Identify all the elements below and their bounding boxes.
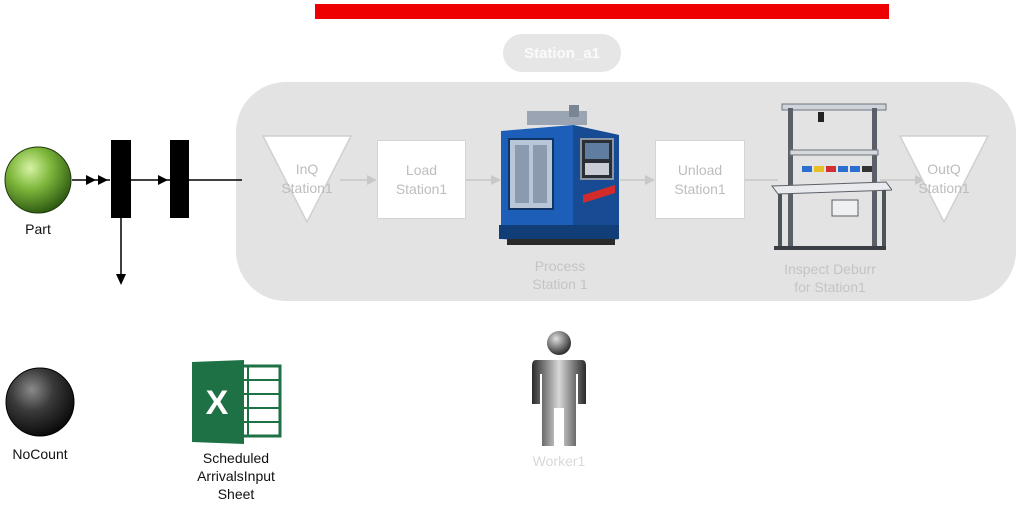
- part-label: Part: [25, 221, 51, 237]
- in-queue-station1[interactable]: InQ Station1: [262, 134, 352, 224]
- queue-triangle-icon: [899, 135, 989, 224]
- excel-label-3: Sheet: [217, 486, 255, 502]
- cnc-machine-icon: [499, 105, 619, 245]
- excel-icon: X: [192, 360, 282, 444]
- person-icon: [532, 331, 586, 446]
- inspect-label-1: Inspect Deburr: [784, 261, 876, 277]
- unload-label-1: Unload: [677, 161, 723, 178]
- green-sphere-icon: [4, 146, 72, 214]
- out-queue-label-1: OutQ: [927, 161, 961, 177]
- station-name-label[interactable]: Station_a1: [503, 34, 621, 72]
- nocount-label: NoCount: [12, 446, 68, 462]
- workbench-icon: [771, 103, 892, 250]
- worker-label: Worker1: [532, 453, 586, 469]
- out-queue-label-2: Station1: [918, 180, 970, 196]
- in-queue-label-2: Station1: [281, 180, 333, 196]
- svg-text:X: X: [206, 384, 229, 422]
- load-label-2: Station1: [395, 180, 448, 197]
- connector-gate-down: [116, 218, 126, 285]
- worker1[interactable]: Worker1: [518, 330, 600, 475]
- queue-triangle-icon: [262, 135, 352, 224]
- load-station1[interactable]: Load Station1: [377, 140, 466, 219]
- unload-station1[interactable]: Unload Station1: [655, 140, 745, 219]
- part-source[interactable]: Part: [4, 145, 74, 245]
- scheduled-arrivals-sheet[interactable]: X Scheduled ArrivalsInput Sheet: [184, 360, 288, 506]
- inspect-deburr-station1[interactable]: Inspect Deburr for Station1: [768, 100, 892, 300]
- black-sphere-icon: [5, 367, 75, 437]
- decide-gate-2[interactable]: [170, 140, 189, 218]
- progress-bar: [315, 4, 889, 19]
- connector-part-to-gate: [72, 175, 110, 185]
- nocount-sink[interactable]: NoCount: [4, 366, 78, 466]
- process-station1[interactable]: Process Station 1: [497, 105, 623, 295]
- unload-label-2: Station1: [674, 180, 726, 197]
- out-queue-station1[interactable]: OutQ Station1: [899, 134, 989, 224]
- connector-gate-to-gate: [131, 175, 170, 185]
- load-label-1: Load: [405, 161, 438, 178]
- excel-label-1: Scheduled: [202, 450, 270, 466]
- process-label-1: Process: [534, 258, 586, 274]
- decide-gate-1[interactable]: [111, 140, 131, 218]
- excel-label-2: ArrivalsInput: [197, 468, 275, 484]
- inspect-label-2: for Station1: [794, 279, 866, 295]
- process-label-2: Station 1: [532, 276, 588, 292]
- in-queue-label-1: InQ: [295, 161, 319, 177]
